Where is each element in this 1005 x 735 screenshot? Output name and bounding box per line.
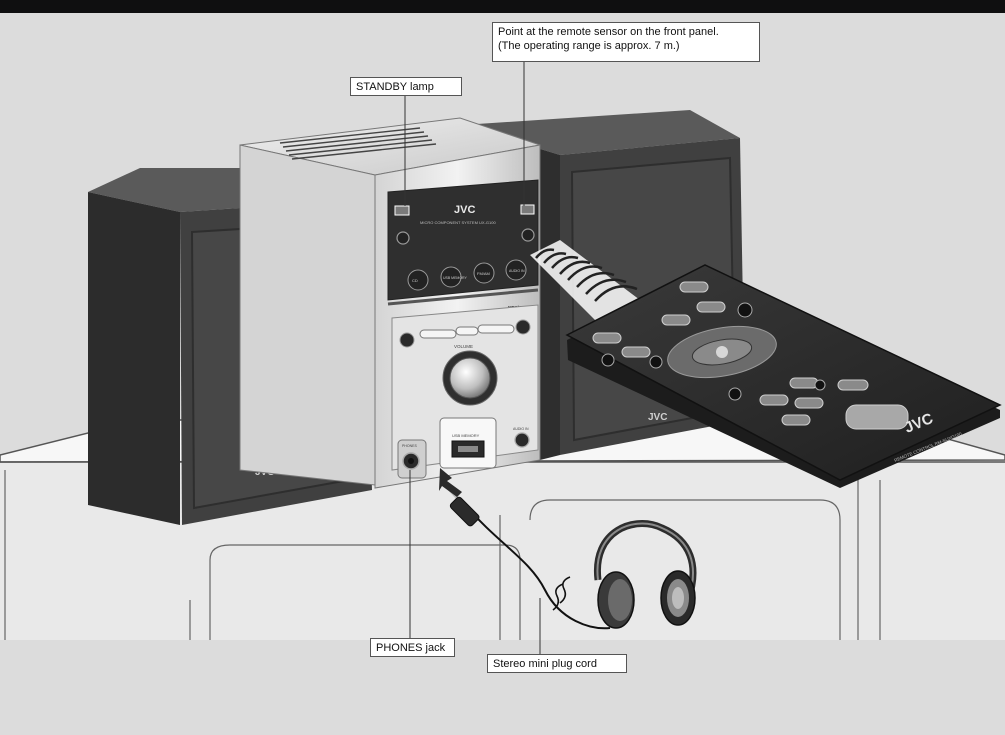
right-speaker-logo: JVC <box>648 412 667 423</box>
leader-lines <box>404 61 541 654</box>
top-vent <box>279 127 437 160</box>
callout-remote-sensor-line2: (The operating range is approx. 7 m.) <box>498 40 680 52</box>
remote-standby-button[interactable] <box>679 281 709 293</box>
remote-audio-in-button[interactable] <box>696 301 726 313</box>
insert-arrow <box>439 468 462 497</box>
remote-dimmer-button[interactable] <box>649 355 663 369</box>
unit-model: MICRO COMPONENT SYSTEM UX-G100 <box>420 220 496 225</box>
mini-plug <box>449 496 480 527</box>
remote-usb-button[interactable] <box>661 314 691 326</box>
headphones <box>593 520 697 629</box>
cd-button[interactable] <box>407 269 429 291</box>
volume-label: VOLUME <box>454 344 473 349</box>
remote-tuner-button[interactable] <box>601 353 615 367</box>
remote-mode-button[interactable] <box>789 377 819 389</box>
eco-button[interactable] <box>399 332 415 348</box>
svg-text:USB MEMORY: USB MEMORY <box>443 276 468 280</box>
standby-lamp <box>394 205 410 216</box>
remote-auto-preset-button[interactable] <box>592 332 622 344</box>
unit-logo: JVC <box>454 204 475 216</box>
main-unit: JVC MICRO COMPONENT SYSTEM UX-G100 CD US… <box>239 117 541 489</box>
svg-text:PHONES: PHONES <box>402 444 417 448</box>
remote-cd-button[interactable] <box>621 346 651 358</box>
remote-control: JVC REMOTE CONTROL RM-SUXG100 <box>565 264 1002 488</box>
remote-fm-mode-button[interactable] <box>781 414 811 426</box>
usb-button[interactable] <box>440 266 462 288</box>
volume-knob[interactable] <box>449 357 491 399</box>
callout-remote-sensor-line1: Point at the remote sensor on the front … <box>498 26 719 38</box>
next-button[interactable] <box>477 324 515 334</box>
svg-text:FM/AM: FM/AM <box>477 271 490 276</box>
remote-volume-button[interactable] <box>845 404 909 430</box>
svg-text:AUDIO IN: AUDIO IN <box>513 427 529 431</box>
stop-button[interactable] <box>455 326 479 336</box>
remote-repeat-button[interactable] <box>759 394 789 406</box>
svg-text:USB MEMORY: USB MEMORY <box>452 433 480 438</box>
top-bar <box>0 0 1005 13</box>
remote-cancel-button[interactable] <box>728 387 742 401</box>
prev-button[interactable] <box>419 329 457 339</box>
remote-sensor <box>520 204 535 215</box>
fm-am-button[interactable] <box>473 262 495 284</box>
headphone-cord <box>439 468 611 630</box>
callout-standby-lamp: STANDBY lamp <box>350 77 462 96</box>
transport-buttons <box>419 324 515 339</box>
callout-remote-sensor: Point at the remote sensor on the front … <box>492 22 760 62</box>
remote-random-button[interactable] <box>794 397 824 409</box>
svg-text:AUDIO IN: AUDIO IN <box>509 269 525 273</box>
open-close-button[interactable] <box>521 228 535 242</box>
remote-clock-button[interactable] <box>814 379 826 391</box>
audio-in-jack[interactable] <box>514 432 530 448</box>
standby-button[interactable] <box>396 231 410 245</box>
svg-text:CD: CD <box>412 278 418 283</box>
tune-button[interactable] <box>515 319 531 335</box>
source-buttons: CD USB MEMORY FM/AM AUDIO IN <box>407 259 527 291</box>
remote-ok-button[interactable] <box>716 346 728 358</box>
ir-beam <box>530 240 640 325</box>
illustration: JVC JVC JVC MICRO COMPONENT SYSTEM UX-G1… <box>0 61 1005 735</box>
remote-display-button[interactable] <box>737 302 753 318</box>
audio-in-button[interactable] <box>505 259 527 281</box>
callout-phones-jack: PHONES jack <box>370 638 455 657</box>
callout-mini-plug-cord: Stereo mini plug cord <box>487 654 627 673</box>
remote-sleep-button[interactable] <box>837 379 869 391</box>
